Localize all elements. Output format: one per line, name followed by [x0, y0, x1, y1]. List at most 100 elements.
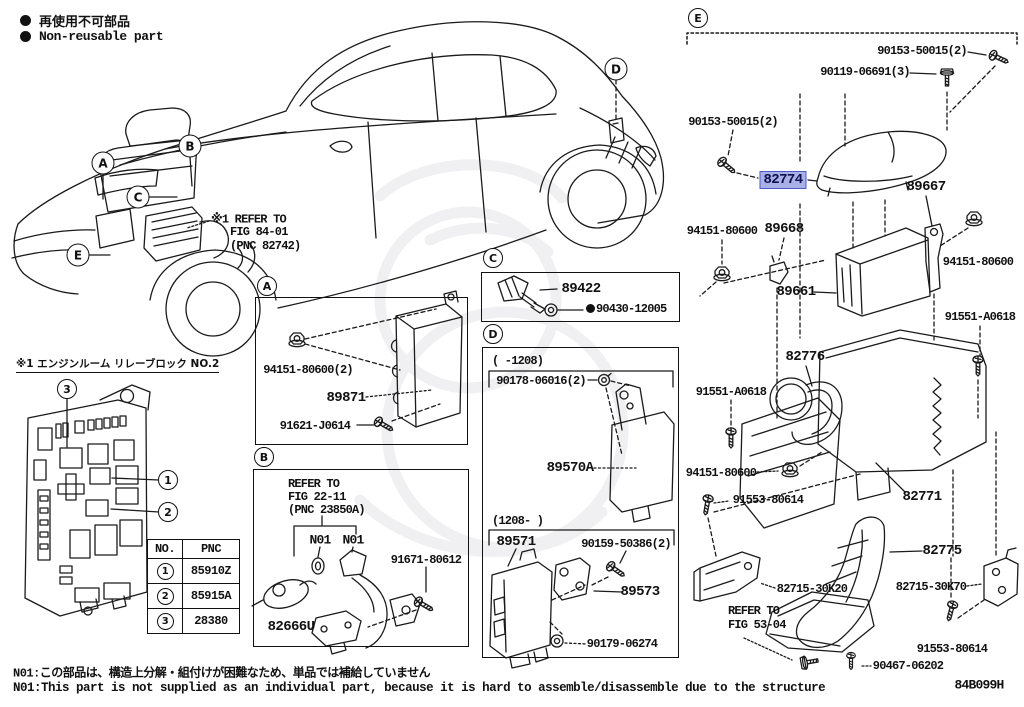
table-row: 2 85915A [147, 583, 240, 609]
nut-icon [965, 211, 983, 227]
row-number-badge: 1 [156, 562, 174, 580]
legend-nonreusable-en: Non-reusable part [20, 29, 164, 44]
n01-marker-right: N01 [342, 532, 364, 548]
screw-icon [846, 651, 856, 671]
car-refer-line3: (PNC 82742) [230, 239, 301, 253]
refer-fig-53-04-line1: REFER TO [728, 604, 780, 618]
non-reusable-dot [20, 31, 31, 42]
section-a-box [255, 297, 468, 445]
part-label-90119-06691[interactable]: 90119-06691(3) [820, 65, 910, 79]
section-d-box [482, 347, 679, 658]
car-callout-b: B [178, 134, 202, 158]
part-label-82771[interactable]: 82771 [902, 489, 942, 505]
pnc-value[interactable]: 28380 [182, 608, 240, 634]
part-label-82775[interactable]: 82775 [922, 543, 962, 559]
note-en: N01:This part is not supplied as an indi… [13, 681, 826, 695]
row-number-badge: 3 [156, 612, 174, 630]
part-label-90153-50015-left[interactable]: 90153-50015(2) [688, 115, 778, 129]
box-c-drawing [497, 275, 584, 314]
relay-callout-1: 1 [158, 470, 178, 490]
table-row: 3 28380 [147, 608, 240, 634]
pnc-value[interactable]: 85915A [182, 583, 240, 609]
screw-icon [699, 493, 715, 517]
pnc-table-col-no: NO. [147, 539, 183, 559]
section-callout-a: A [257, 276, 277, 296]
part-label-94151-80600-right[interactable]: 94151-80600 [942, 255, 1014, 269]
part-label-89570A[interactable]: 89570A [546, 460, 594, 476]
part-label-89571[interactable]: 89571 [496, 534, 536, 550]
screw-icon [715, 155, 739, 177]
box-a-drawing [304, 290, 463, 428]
car-callout-c: C [126, 185, 150, 209]
car-callout-a: A [91, 151, 115, 175]
part-label-91553-80614-left[interactable]: 91553-80614 [732, 493, 804, 507]
section-e-drawing [686, 32, 1019, 653]
part-label-82666U[interactable]: 82666U [267, 619, 315, 635]
relay-callout-3: 3 [57, 379, 77, 399]
pnc-table: NO. PNC 1 85910Z 2 85915A 3 28380 [147, 539, 240, 634]
pnc-table-col-pnc: PNC [182, 539, 240, 559]
nut-icon [713, 266, 731, 282]
section-callout-d: D [483, 324, 503, 344]
screw-icon [942, 599, 960, 623]
part-label-90179-06274[interactable]: 90179-06274 [586, 637, 658, 651]
row-number-badge: 2 [156, 587, 174, 605]
note-ja: N01:この部品は、構造上分解・組付けが困難なため、単品では補給していません [13, 666, 431, 681]
selected-part-label-82774[interactable]: 82774 [759, 171, 807, 189]
box-b-drawing [251, 515, 427, 655]
screw-icon [987, 48, 1011, 68]
table-row: 1 85910Z [147, 558, 240, 584]
legend-nonreusable-ja: 再使用不可部品 [20, 11, 130, 30]
watermark [354, 159, 629, 557]
bolt-icon [939, 68, 955, 87]
part-label-91553-80614-right[interactable]: 91553-80614 [916, 642, 988, 656]
part-label-89422[interactable]: 89422 [561, 281, 601, 297]
legend-ja-text: 再使用不可部品 [39, 15, 131, 30]
part-label-91671-80612[interactable]: 91671-80612 [390, 553, 462, 567]
part-label-91551-A0618-right[interactable]: 91551-A0618 [944, 310, 1016, 324]
part-label-82715-30K70[interactable]: 82715-30K70 [895, 580, 967, 594]
bolt-icon [799, 653, 820, 671]
relay-block-drawing [24, 384, 151, 617]
part-label-90153-50015-top[interactable]: 90153-50015(2) [877, 44, 967, 58]
part-label-90430-12005[interactable]: 90430-12005 [586, 302, 667, 316]
part-label-94151-80600-low[interactable]: 94151-80600 [685, 466, 757, 480]
section-callout-e: E [688, 8, 708, 28]
screw-icon [725, 427, 737, 449]
leader-lines [66, 51, 997, 667]
section-b-box [253, 469, 469, 647]
n01-marker-left: N01 [309, 532, 331, 548]
relay-callout-2: 2 [158, 502, 178, 522]
car-refer-line1: ※1 REFER TO [211, 212, 287, 227]
box-d-drawing [488, 370, 675, 669]
part-label-89661[interactable]: 89661 [776, 284, 816, 300]
pnc-value[interactable]: 85910Z [182, 558, 240, 584]
part-label-89573[interactable]: 89573 [620, 584, 660, 600]
nut-icon [781, 462, 799, 478]
refer-fig-53-04-line2: FIG 53-04 [728, 618, 786, 632]
part-label-90159-50386[interactable]: 90159-50386(2) [581, 537, 671, 551]
part-label-82715-30K20[interactable]: 82715-30K20 [776, 582, 848, 596]
part-label-94151-80600-a[interactable]: 94151-80600(2) [263, 363, 353, 377]
screw-icon [972, 355, 984, 377]
part-label-91621-J0614[interactable]: 91621-J0614 [279, 419, 351, 433]
relay-block-title: ※1 エンジンルーム リレーブロック NO.2 [16, 356, 220, 373]
part-label-91551-A0618-left[interactable]: 91551-A0618 [695, 385, 767, 399]
legend-en-text: Non-reusable part [39, 29, 164, 44]
part-label-82776[interactable]: 82776 [785, 349, 825, 365]
part-label-89871[interactable]: 89871 [326, 390, 366, 406]
pnc-table-header: NO. PNC [147, 539, 240, 559]
part-label-89667[interactable]: 89667 [906, 179, 946, 195]
part-label-90178-06016[interactable]: 90178-06016(2) [496, 374, 586, 388]
non-reusable-dot [586, 304, 595, 313]
date-range-early: ( -1208) [492, 354, 544, 368]
section-callout-c: C [483, 248, 503, 268]
car-callout-e: E [66, 243, 90, 267]
part-label-89668[interactable]: 89668 [764, 221, 804, 237]
part-label-94151-80600-left[interactable]: 94151-80600 [686, 224, 758, 238]
section-callout-b: B [254, 447, 274, 467]
part-label-90467-06202[interactable]: 90467-06202 [872, 659, 944, 673]
refer-fig-22-11-line2: FIG 22-11 [288, 490, 346, 504]
